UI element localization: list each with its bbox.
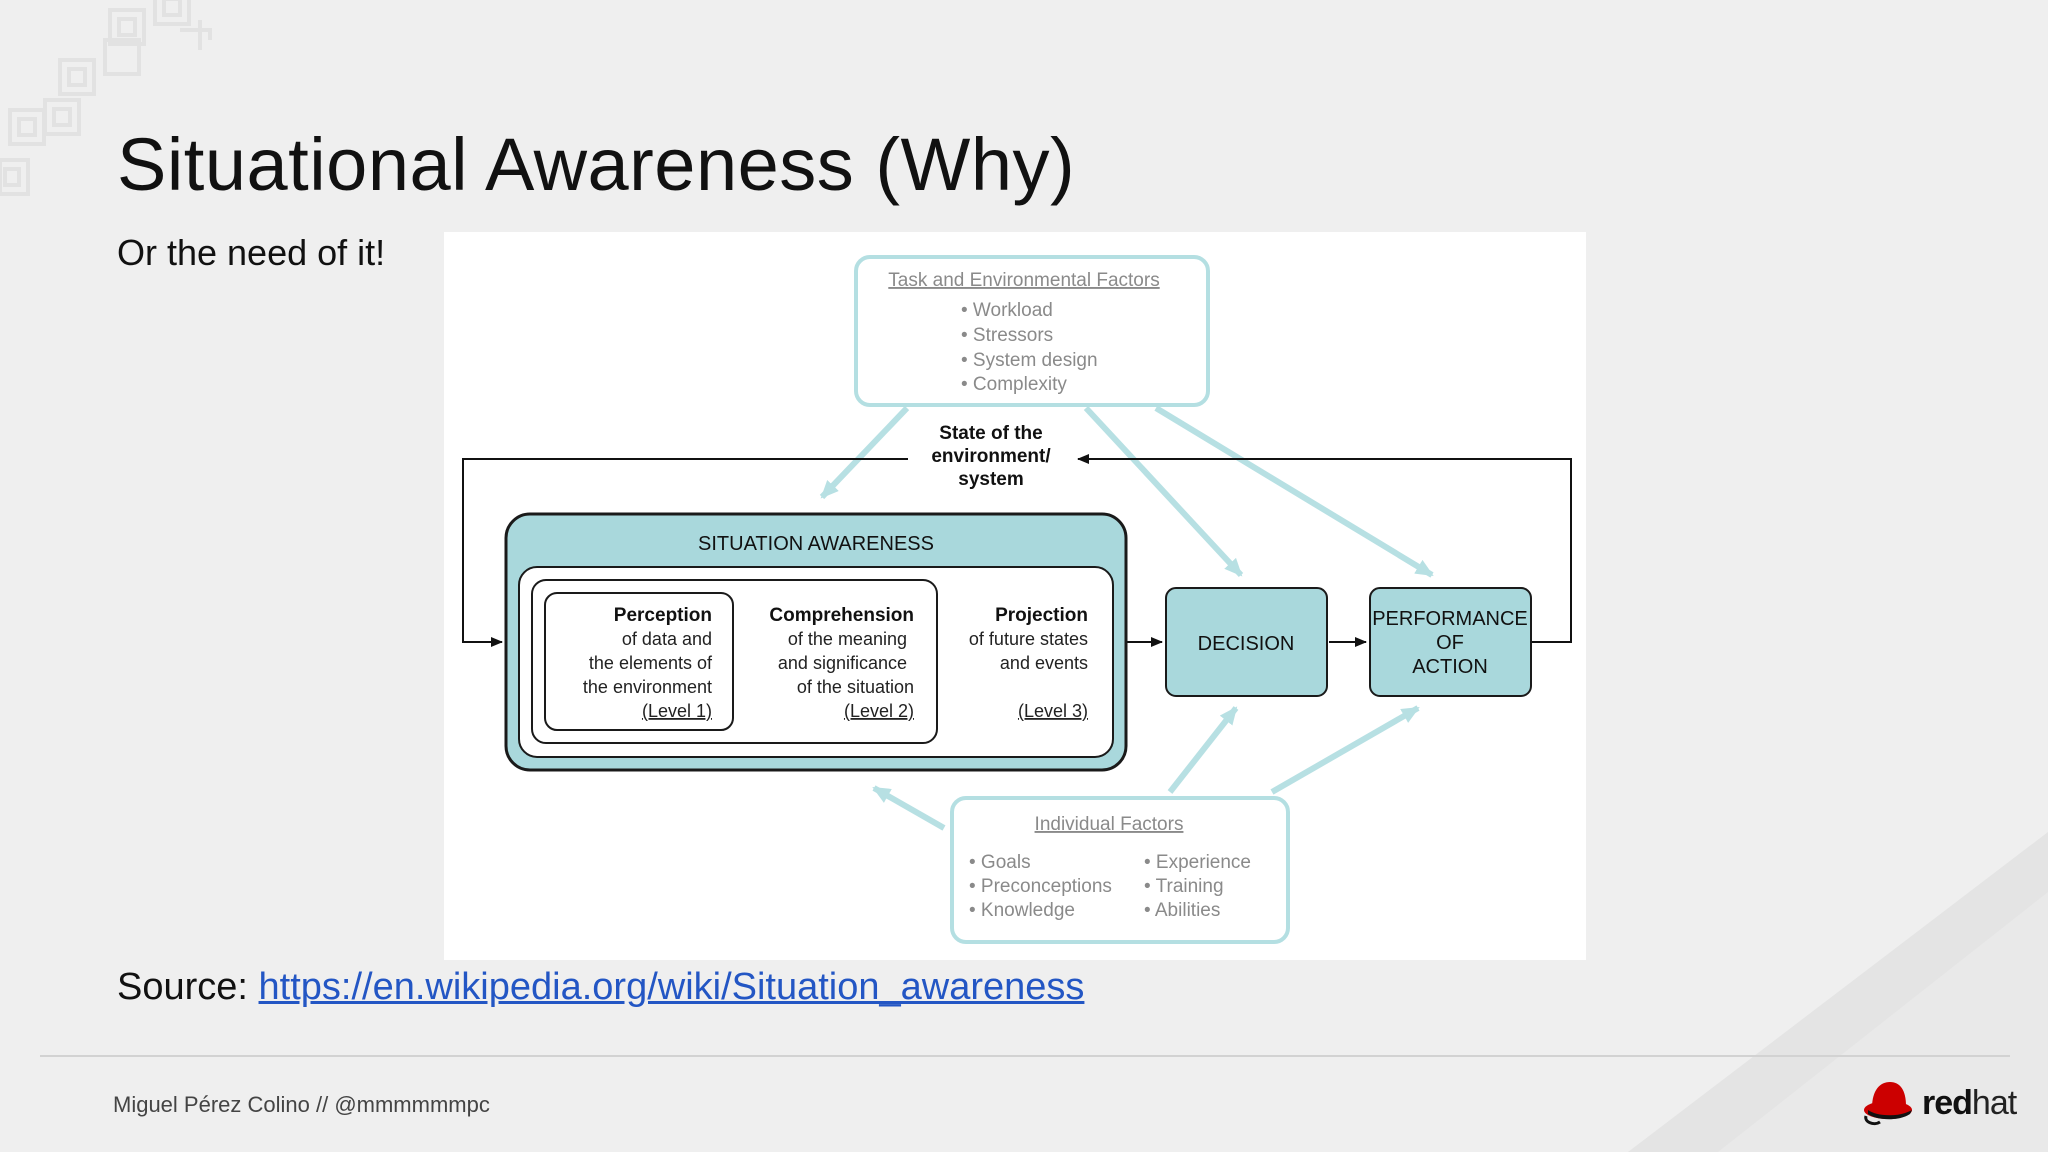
arrow-task-to-performance — [1154, 405, 1434, 578]
decision-box: DECISION — [1165, 587, 1328, 697]
individual-factors-title: Individual Factors — [1035, 814, 1184, 835]
situation-awareness-block: SITUATION AWARENESS Perception of data a… — [504, 512, 1128, 772]
performance-line: OF — [1436, 632, 1464, 654]
logo-word-light: hat — [1971, 1084, 2017, 1122]
perception-level-1: Perception of data and the elements of t… — [583, 605, 713, 721]
arrow-task-to-decision — [1083, 405, 1244, 578]
perception-line: of data and — [622, 629, 712, 649]
loop-performance-to-state — [1077, 454, 1572, 643]
slide-subtitle: Or the need of it! — [117, 232, 386, 273]
projection-line: of future states — [969, 629, 1088, 649]
comprehension-heading: Comprehension — [769, 605, 914, 626]
individual-factor-item: • Goals — [969, 852, 1031, 873]
individual-factor-item: • Experience — [1144, 852, 1251, 873]
redhat-hat-icon — [1864, 1082, 1912, 1126]
arrow-individual-to-decision — [1167, 706, 1239, 794]
individual-factor-item: • Knowledge — [969, 900, 1075, 921]
redhat-wordmark: redhat — [1922, 1084, 2017, 1123]
arrow-task-to-sa — [819, 405, 910, 500]
task-factor-item: • Stressors — [961, 325, 1053, 346]
sa-title: SITUATION AWARENESS — [698, 533, 934, 555]
teal-arrows — [819, 405, 1434, 831]
task-factor-item: • Complexity — [961, 374, 1067, 395]
perception-line: the environment — [583, 677, 712, 697]
performance-line: PERFORMANCE — [1372, 608, 1528, 630]
projection-line: and events — [1000, 653, 1088, 673]
task-environmental-factors-box: Task and Environmental Factors • Workloa… — [854, 255, 1210, 407]
performance-of-action-box: PERFORMANCE OF ACTION — [1369, 587, 1532, 697]
comprehension-level-2: Comprehension of the meaning and signifi… — [769, 605, 914, 721]
loop-state-to-sa — [462, 458, 908, 647]
state-of-environment-label: State of the environment/ system — [931, 423, 1051, 490]
task-factor-item: • System design — [961, 350, 1098, 371]
state-line: system — [958, 469, 1024, 490]
footer-divider — [40, 1055, 2010, 1057]
projection-level-3: Projection of future states and events (… — [969, 605, 1088, 721]
comprehension-line: and significance — [778, 653, 907, 673]
comprehension-level: (Level 2) — [844, 701, 914, 721]
corner-pattern-decoration — [0, 0, 212, 196]
individual-factor-item: • Abilities — [1144, 900, 1220, 921]
individual-factor-item: • Training — [1144, 876, 1224, 897]
feedback-loop — [462, 454, 1572, 647]
individual-factors-box: Individual Factors • Goals • Preconcepti… — [950, 796, 1290, 944]
state-line: environment/ — [931, 446, 1051, 467]
individual-factor-item: • Preconceptions — [969, 876, 1112, 897]
decision-label: DECISION — [1198, 633, 1295, 655]
comprehension-line: of the meaning — [788, 629, 907, 649]
projection-heading: Projection — [995, 605, 1088, 626]
footer-author: Miguel Pérez Colino // @mmmmmmpc — [113, 1092, 490, 1117]
projection-level: (Level 3) — [1018, 701, 1088, 721]
slide-title: Situational Awareness (Why) — [117, 123, 1076, 206]
arrow-individual-to-sa — [872, 785, 946, 831]
redhat-logo: redhat — [1862, 1076, 2022, 1128]
source-line: Source: https://en.wikipedia.org/wiki/Si… — [117, 966, 1084, 1009]
perception-level: (Level 1) — [642, 701, 712, 721]
source-label: Source: — [117, 966, 248, 1008]
diagram-svg: Task and Environmental Factors • Workloa… — [462, 255, 1572, 944]
task-factors-title: Task and Environmental Factors — [888, 270, 1159, 291]
situation-awareness-diagram: Task and Environmental Factors • Workloa… — [444, 232, 1586, 960]
perception-line: the elements of — [589, 653, 713, 673]
background-diagonal-decoration — [1628, 832, 2048, 1152]
comprehension-line: of the situation — [797, 677, 914, 697]
perception-heading: Perception — [614, 605, 712, 626]
state-line: State of the — [939, 423, 1042, 444]
logo-word-bold: red — [1922, 1084, 1973, 1122]
performance-line: ACTION — [1412, 656, 1488, 678]
source-link[interactable]: https://en.wikipedia.org/wiki/Situation_… — [258, 966, 1085, 1008]
arrow-individual-to-performance — [1270, 705, 1420, 795]
task-factor-item: • Workload — [961, 300, 1053, 321]
